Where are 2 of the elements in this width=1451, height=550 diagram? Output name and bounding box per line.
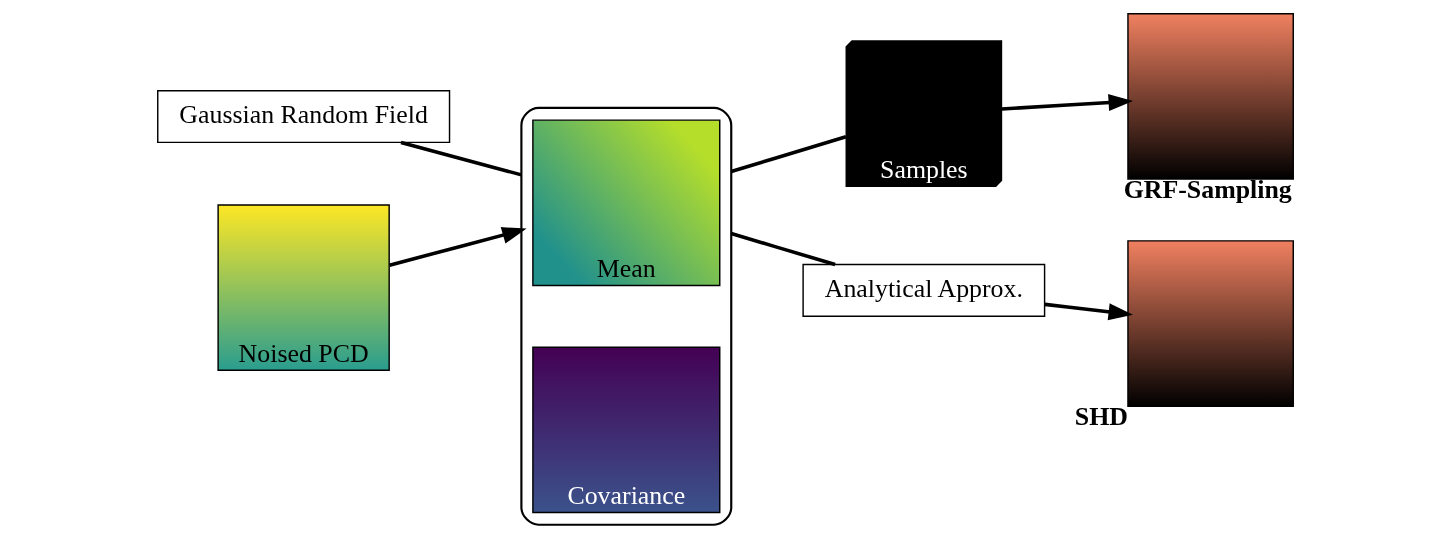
node-label: GRF-Sampling (1123, 175, 1292, 205)
node-label: SHD (1074, 402, 1128, 432)
